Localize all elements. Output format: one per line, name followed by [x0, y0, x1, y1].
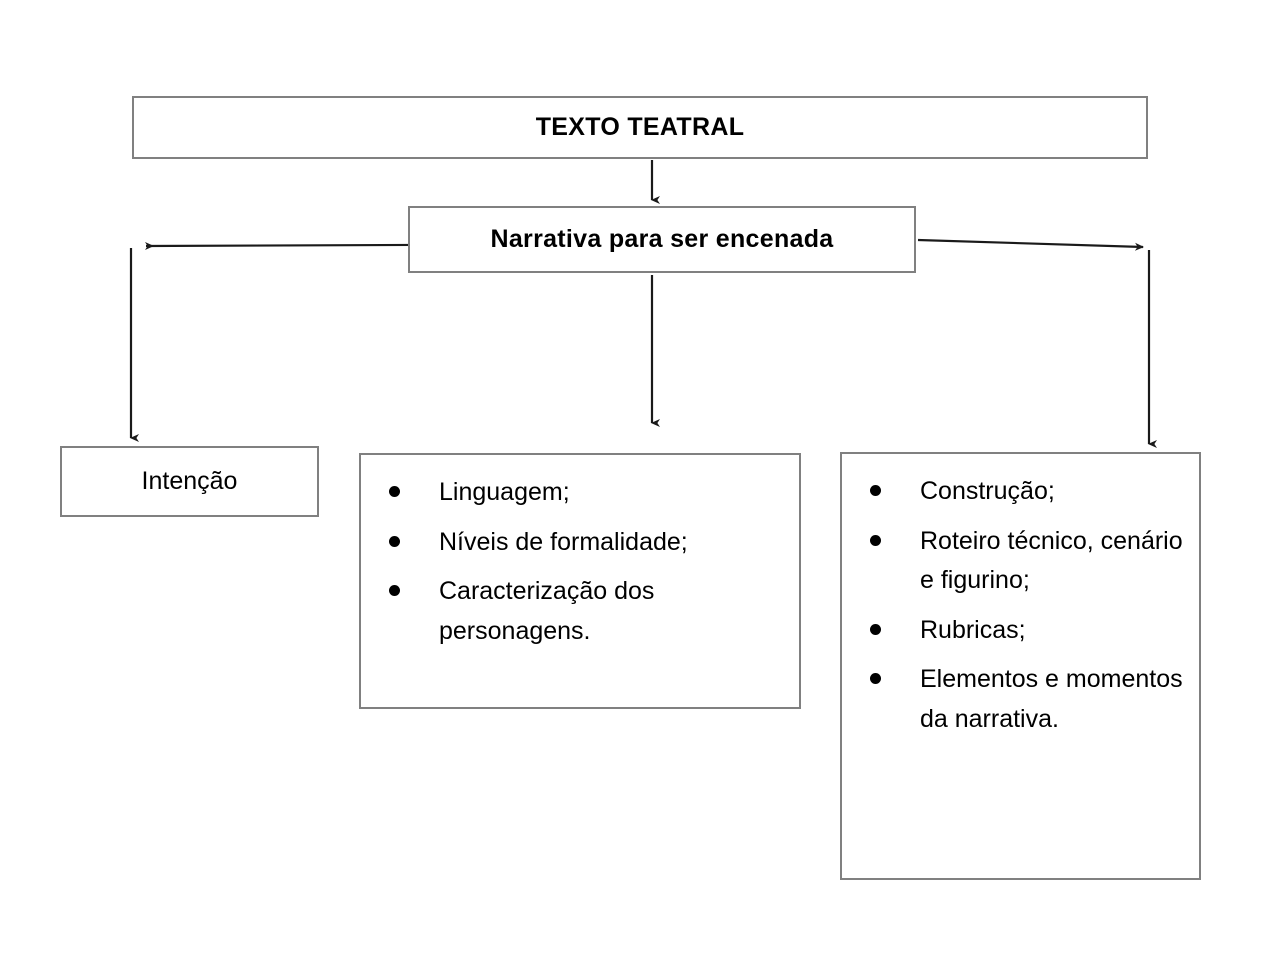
list-item-label: Construção; — [920, 477, 1055, 505]
list-item: Níveis de formalidade; — [387, 523, 785, 563]
bullet-icon — [870, 485, 881, 496]
bullet-icon — [389, 535, 400, 547]
list-item: Rubricas; — [868, 611, 1185, 651]
list-item: Caracterização dos personagens. — [387, 572, 785, 651]
node-linguagem-list: Linguagem; Níveis de formalidade; Caract… — [359, 453, 801, 709]
node-intencao-label: Intenção — [141, 467, 238, 495]
construcao-bullet-list: Construção; Roteiro técnico, cenário e f… — [842, 454, 1199, 749]
bullet-icon — [389, 585, 400, 596]
list-item-label: Elementos e momentos da narrativa. — [920, 665, 1183, 733]
list-item-label: Níveis de formalidade; — [439, 527, 688, 556]
node-texto-teatral-label: TEXTO TEATRAL — [535, 113, 745, 141]
list-item: Construção; — [868, 472, 1185, 512]
arrow-subtitle-to-right — [917, 238, 1144, 251]
linguagem-bullet-list: Linguagem; Níveis de formalidade; Caract… — [361, 455, 799, 661]
list-item: Roteiro técnico, cenário e figurino; — [868, 522, 1185, 601]
list-item-label: Roteiro técnico, cenário e figurino; — [920, 526, 1183, 595]
node-texto-teatral: TEXTO TEATRAL — [132, 96, 1148, 159]
list-item: Elementos e momentos da narrativa. — [868, 660, 1185, 739]
node-narrativa-para-ser-encenada: Narrativa para ser encenada — [408, 206, 916, 273]
node-narrativa-label: Narrativa para ser encenada — [490, 225, 834, 253]
node-construcao-list: Construção; Roteiro técnico, cenário e f… — [840, 452, 1201, 880]
list-item-label: Rubricas; — [920, 615, 1026, 644]
list-item: Linguagem; — [387, 473, 785, 513]
bullet-icon — [870, 623, 881, 635]
list-item-label: Caracterização dos personagens. — [439, 577, 655, 645]
node-intencao: Intenção — [60, 446, 319, 517]
bullet-icon — [870, 534, 881, 546]
bullet-icon — [389, 486, 400, 497]
list-item-label: Linguagem; — [439, 478, 570, 506]
bullet-icon — [870, 673, 881, 684]
